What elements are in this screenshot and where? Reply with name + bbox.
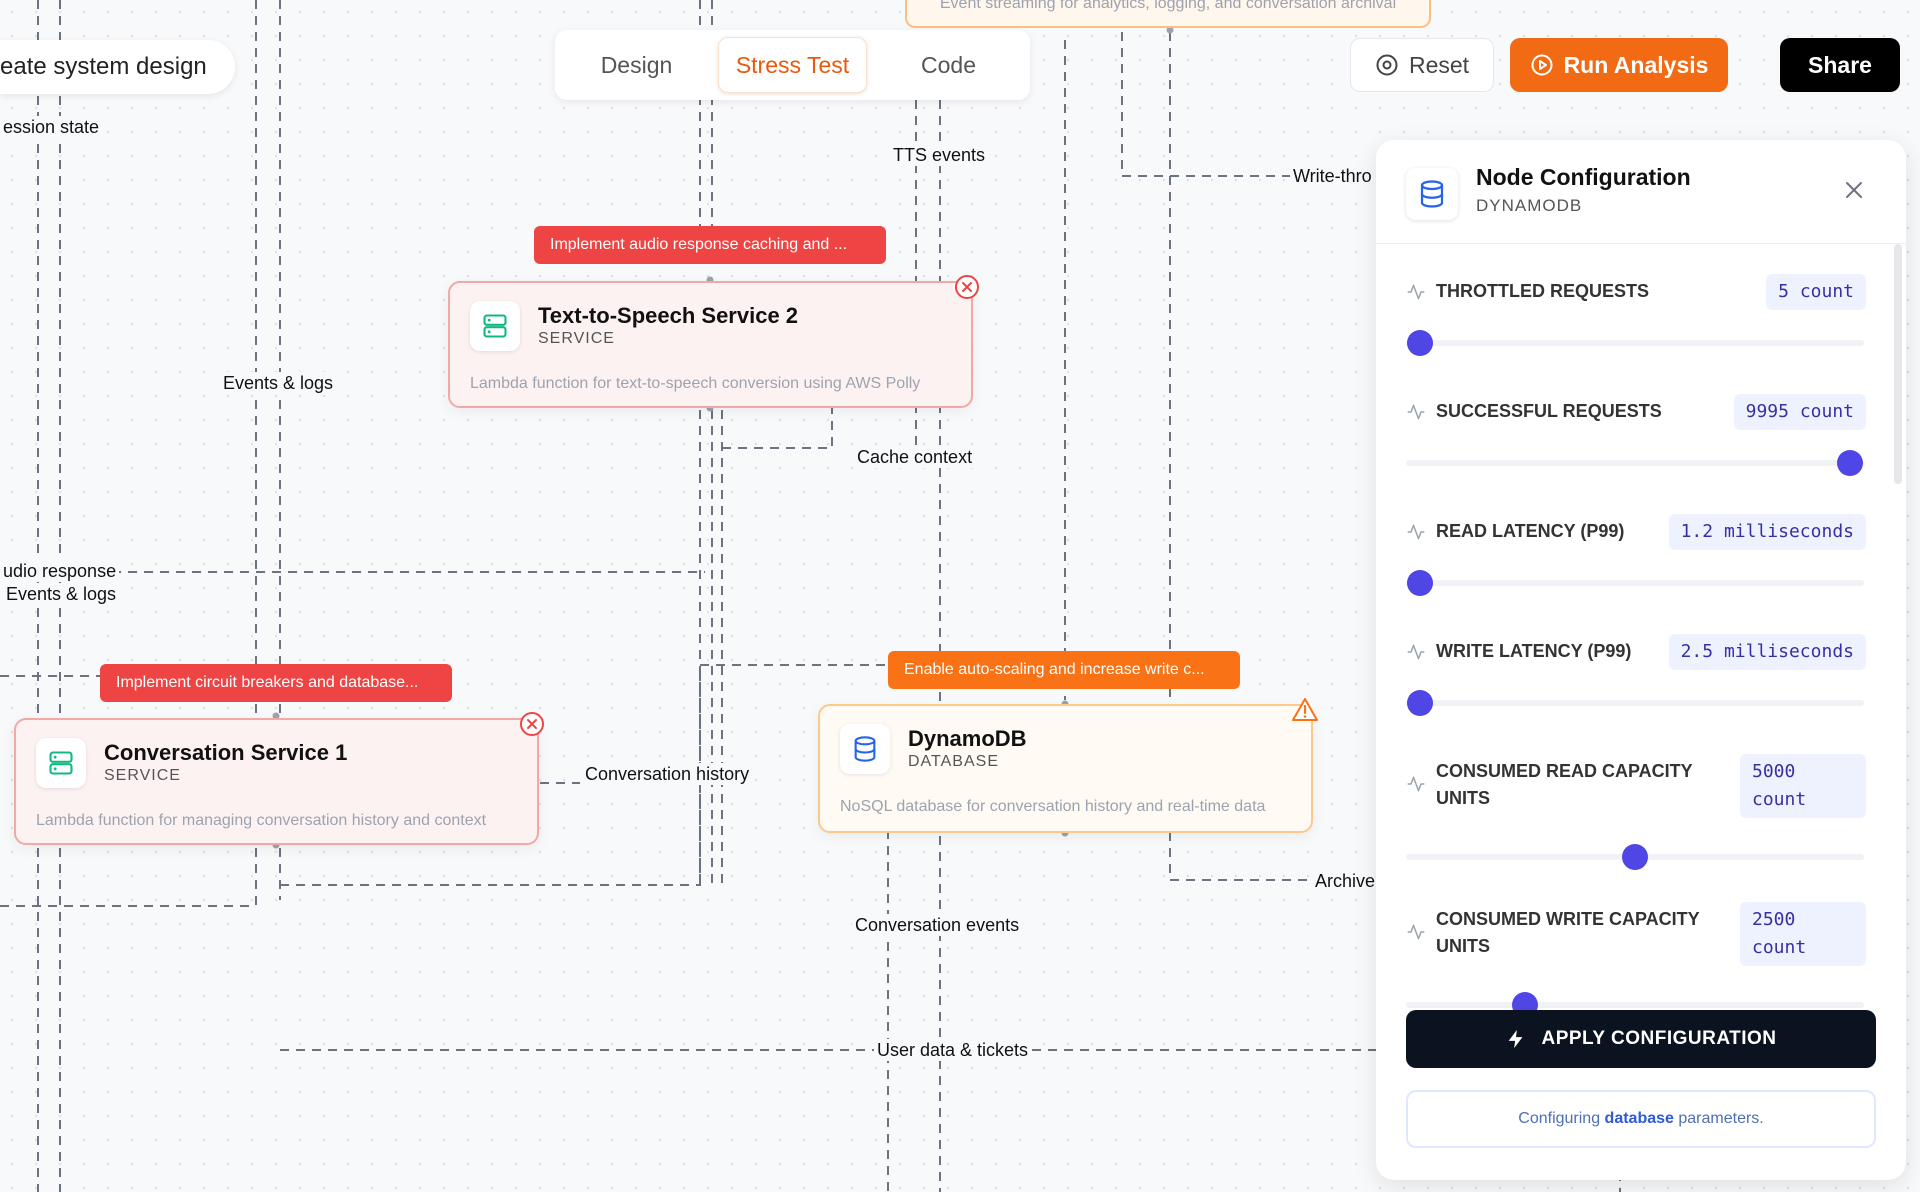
metric-value: 5 count — [1766, 274, 1866, 310]
close-icon[interactable] — [1842, 178, 1866, 202]
edge-label-session-state: ession state — [0, 116, 103, 138]
edge-line — [915, 100, 941, 1192]
slider-thumb[interactable] — [1837, 450, 1864, 476]
node-description: Lambda function for managing conversatio… — [36, 812, 487, 829]
node-title: Conversation Service 1 — [104, 740, 348, 765]
metric-slider[interactable] — [1406, 570, 1864, 596]
node-type: SERVICE — [104, 767, 181, 784]
edge-line — [1121, 0, 1290, 177]
database-icon-container — [840, 724, 890, 774]
slider-thumb[interactable] — [1622, 844, 1648, 870]
edge-line — [699, 410, 723, 885]
node-dynamodb[interactable]: DynamoDB DATABASE NoSQL database for con… — [818, 704, 1313, 833]
server-icon — [49, 751, 73, 775]
apply-configuration-button[interactable]: APPLY CONFIGURATION — [1406, 1010, 1876, 1068]
port-dot — [272, 712, 280, 720]
warning-triangle-icon[interactable] — [1292, 697, 1318, 723]
metric-label: THROTTLED REQUESTS — [1436, 281, 1650, 301]
tts-recommendation-tag[interactable]: Implement audio response caching and ... — [534, 226, 886, 264]
edge-label-user-data-tickets: User data & tickets — [874, 1039, 1032, 1061]
node-title: DynamoDB — [908, 726, 1027, 751]
activity-icon — [1407, 404, 1425, 420]
metric-slider[interactable] — [1406, 844, 1864, 870]
edge-line — [722, 380, 833, 449]
tab-design[interactable]: Design — [600, 52, 673, 78]
metric-slider[interactable] — [1406, 330, 1864, 356]
database-icon — [1420, 180, 1444, 208]
slider-thumb[interactable] — [1406, 330, 1433, 356]
slider-thumb[interactable] — [1406, 570, 1433, 596]
edge-label-cache-context: Cache context — [854, 446, 976, 468]
dynamodb-recommendation-tag[interactable]: Enable auto-scaling and increase write c… — [888, 651, 1240, 689]
edge-label-archive: Archive — [1312, 870, 1379, 892]
configuration-hint: Configuring database parameters. — [1406, 1090, 1876, 1148]
metric-label: READ LATENCY (P99) — [1436, 521, 1625, 541]
metric-slider[interactable] — [1406, 690, 1864, 716]
database-icon-container — [1406, 168, 1458, 220]
metric-value: 1.2 milliseconds — [1668, 514, 1866, 550]
edge-label-events-logs: Events & logs — [220, 372, 337, 394]
metric-slider[interactable] — [1406, 450, 1864, 476]
server-icon-container — [470, 301, 520, 351]
metric-label: WRITE LATENCY (P99) — [1436, 641, 1632, 661]
reset-button[interactable]: Reset — [1350, 38, 1494, 92]
metric-value: 9995 count — [1733, 394, 1866, 430]
error-x-circle-icon[interactable] — [954, 274, 980, 300]
panel-subtitle: DYNAMODB — [1476, 196, 1583, 215]
edge-label-events-logs-2: Events & logs — [3, 583, 120, 605]
panel-divider — [1376, 243, 1906, 244]
mode-tabs: Design Stress Test Code — [555, 30, 1030, 100]
node-conversation-service[interactable]: Conversation Service 1 SERVICE Lambda fu… — [14, 718, 539, 845]
server-icon-container — [36, 738, 86, 788]
panel-title: Node Configuration — [1476, 164, 1691, 190]
activity-icon — [1407, 524, 1425, 540]
node-description: Lambda function for text-to-speech conve… — [470, 375, 921, 392]
node-type: SERVICE — [538, 330, 615, 347]
lightning-icon — [1509, 1029, 1523, 1049]
activity-icon — [1407, 644, 1425, 660]
run-analysis-label: Run Analysis — [1563, 51, 1709, 78]
tab-code[interactable]: Code — [921, 52, 976, 78]
project-title-pill[interactable]: eate system design — [0, 40, 235, 94]
event-stream-node-description[interactable]: Event streaming for analytics, logging, … — [905, 0, 1431, 28]
apply-configuration-label: APPLY CONFIGURATION — [1541, 1028, 1777, 1049]
reset-label: Reset — [1408, 51, 1470, 78]
port-dot — [1166, 26, 1174, 34]
node-configuration-panel: Node Configuration DYNAMODB THROTTLED RE… — [1376, 140, 1906, 1180]
run-analysis-button[interactable]: Run Analysis — [1510, 38, 1728, 92]
panel-scrollbar[interactable] — [1894, 244, 1902, 484]
reset-icon — [1376, 54, 1398, 76]
error-x-circle-icon[interactable] — [519, 711, 545, 737]
edge-line — [255, 0, 281, 906]
slider-thumb[interactable] — [1406, 690, 1433, 716]
play-circle-icon — [1531, 54, 1553, 76]
edge-label-conversation-history: Conversation history — [582, 763, 753, 785]
activity-icon — [1407, 924, 1425, 940]
metric-slider[interactable] — [1406, 992, 1864, 1018]
tab-stress-test[interactable]: Stress Test — [718, 37, 867, 93]
share-button[interactable]: Share — [1780, 38, 1900, 92]
server-icon — [483, 314, 507, 338]
edge-label-conversation-events: Conversation events — [852, 914, 1023, 936]
edge-label-write-through: Write-thro — [1290, 165, 1375, 187]
activity-icon — [1407, 776, 1425, 792]
edge-label-audio-response: udio response — [0, 560, 120, 582]
node-type: DATABASE — [908, 753, 999, 770]
node-title: Text-to-Speech Service 2 — [538, 303, 799, 328]
edge-line — [699, 0, 713, 250]
node-description: NoSQL database for conversation history … — [840, 798, 1266, 815]
activity-icon — [1407, 284, 1425, 300]
edge-label-tts-events: TTS events — [890, 144, 989, 166]
edge-line — [0, 675, 580, 784]
conversation-recommendation-tag[interactable]: Implement circuit breakers and database.… — [100, 664, 452, 702]
metric-label: SUCCESSFUL REQUESTS — [1436, 401, 1662, 421]
node-text-to-speech-service[interactable]: Text-to-Speech Service 2 SERVICE Lambda … — [448, 281, 973, 408]
database-icon — [854, 736, 876, 762]
metric-value: 2.5 milliseconds — [1668, 634, 1866, 670]
edge-line — [1169, 0, 1310, 881]
